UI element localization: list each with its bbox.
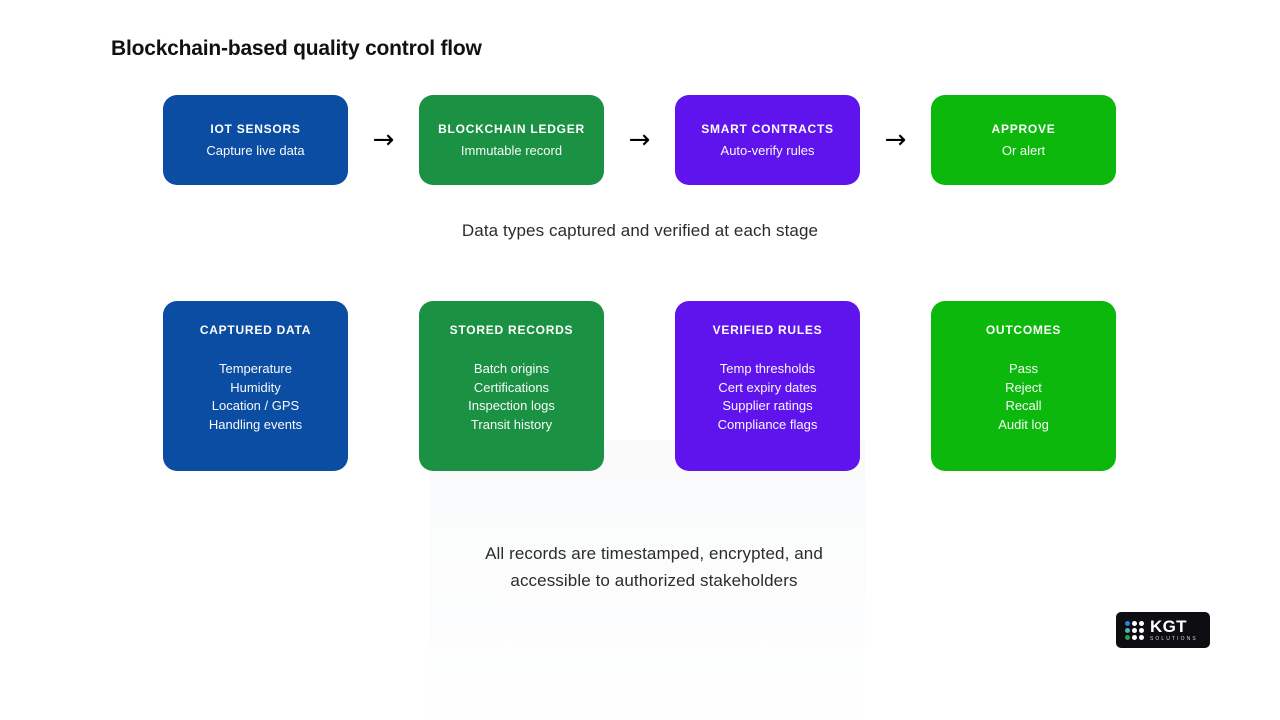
page-title: Blockchain-based quality control flow [111, 37, 482, 60]
process-flow-row: IOT SENSORS Capture live data → BLOCKCHAIN … [163, 95, 1116, 185]
mid-caption: Data types captured and verified at each… [461, 221, 819, 240]
list-item: Inspection logs [468, 398, 555, 413]
flow-card-title: BLOCKCHAIN LEDGER [438, 122, 585, 136]
flow-card-1[interactable]: IOT SENSORS Capture live data [163, 95, 348, 185]
detail-card-title: OUTCOMES [985, 323, 1062, 337]
flow-card-title: SMART CONTRACTS [701, 122, 834, 136]
logo-wordmark: KGT SOLUTIONS [1150, 618, 1198, 642]
flow-card-subtitle: Auto-verify rules [720, 143, 815, 158]
flow-arrow-icon-2: → [628, 125, 651, 155]
list-item: Batch origins [473, 361, 550, 376]
flow-card-subtitle: Capture live data [206, 143, 305, 158]
logo-dot-grid-icon [1125, 620, 1144, 640]
flow-card-2[interactable]: BLOCKCHAIN LEDGER Immutable record [419, 95, 604, 185]
bottom-caption-line-1: All records are timestamped, encrypted, … [485, 544, 823, 563]
list-item: Audit log [998, 416, 1049, 432]
detail-card-title: VERIFIED RULES [712, 323, 823, 337]
detail-card-title: CAPTURED DATA [199, 323, 312, 337]
flow-card-subtitle: Immutable record [460, 143, 563, 158]
list-item: Cert expiry dates [718, 379, 817, 395]
list-item: Temperature [219, 361, 292, 376]
list-item: Temp thresholds [719, 361, 816, 376]
flow-arrow-icon-3: → [884, 125, 907, 155]
flow-card-3[interactable]: SMART CONTRACTS Auto-verify rules [675, 95, 860, 185]
detail-card-title: STORED RECORDS [449, 323, 574, 337]
flow-card-subtitle: Or alert [1001, 143, 1046, 158]
list-item: Recall [1005, 398, 1042, 413]
list-item: Certifications [473, 379, 550, 395]
list-item: Reject [1005, 379, 1042, 395]
list-item: Pass [1009, 361, 1038, 376]
logo-tagline: SOLUTIONS [1150, 636, 1198, 642]
flow-arrow-icon-1: → [372, 125, 395, 155]
list-item: Handling events [208, 416, 303, 432]
bottom-caption: All records are timestamped, encrypted, … [380, 540, 928, 594]
logo-name: KGT [1150, 617, 1187, 636]
kgt-solutions-logo: KGT SOLUTIONS [1116, 612, 1210, 648]
bottom-caption-line-2: accessible to authorized stakeholders [510, 571, 798, 590]
list-item: Supplier ratings [722, 398, 813, 413]
list-item: Location / GPS [211, 398, 300, 413]
flow-card-title: IOT SENSORS [210, 122, 301, 136]
flow-card-title: APPROVE [991, 122, 1056, 136]
list-item: Humidity [230, 379, 281, 395]
list-item: Compliance flags [717, 416, 818, 432]
list-item: Transit history [470, 416, 553, 432]
flow-card-4[interactable]: APPROVE Or alert [931, 95, 1116, 185]
